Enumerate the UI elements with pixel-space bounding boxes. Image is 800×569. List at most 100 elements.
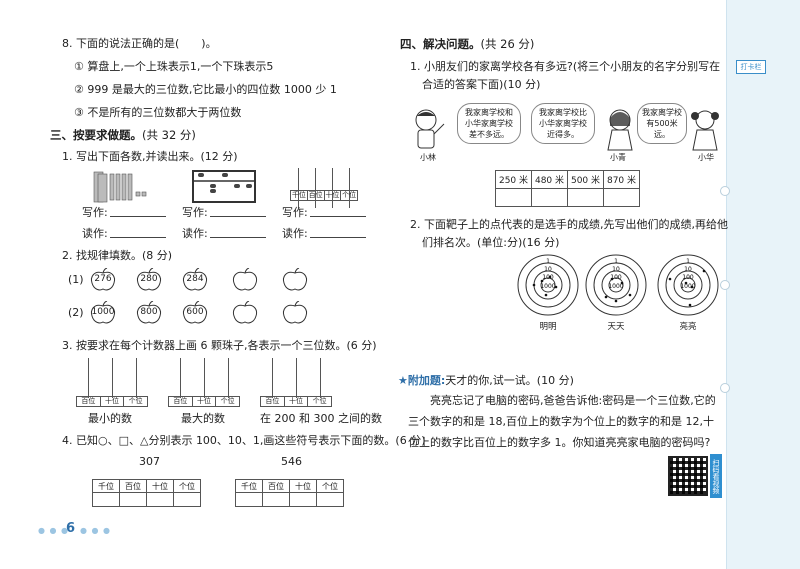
row2-apple[interactable] bbox=[280, 300, 310, 325]
apple-number: 280 bbox=[140, 274, 158, 284]
row2-apple: 600 bbox=[180, 300, 210, 325]
boy-xiaolin-figure bbox=[415, 109, 445, 149]
s3-q3-stem: 3. 按要求在每个计数器上画 6 颗珠子,各表示一个三位数。(6 分) bbox=[62, 339, 377, 352]
apple-number: 800 bbox=[140, 307, 158, 317]
bubble-xiaolin: 我家离学校和小华家离学校差不多远。 bbox=[457, 103, 521, 144]
player-name: 亮亮 bbox=[679, 322, 697, 332]
row1-label: (1) bbox=[68, 273, 84, 286]
svg-text:10: 10 bbox=[544, 266, 552, 273]
row1-apple: 276 bbox=[88, 267, 118, 292]
apple-number: 600 bbox=[186, 307, 204, 317]
read-line-1[interactable]: 读作: bbox=[82, 227, 166, 241]
s4-q1-stem-1: 1. 小朋友们的家离学校各有多远?(将三个小朋友的名字分别写在 bbox=[410, 60, 721, 73]
read-line-3[interactable]: 读作: bbox=[282, 227, 366, 241]
q8-stem: 8. 下面的说法正确的是( )。 bbox=[62, 37, 217, 50]
apple-icon bbox=[91, 300, 115, 324]
bonus-text: 亮亮忘记了电脑的密码,爸爸告诉他:密码是一个三位数,它的三个数字的和是 18,百… bbox=[408, 394, 716, 449]
apple-icon bbox=[233, 267, 257, 291]
place-value-table-546: 千位百位十位个位 bbox=[235, 479, 344, 507]
apple-icon bbox=[283, 267, 307, 291]
svg-text:1000: 1000 bbox=[608, 283, 623, 290]
bubble-xiaoqing: 我家离学校比小华家离学校近得多。 bbox=[531, 103, 595, 144]
apple-icon bbox=[137, 267, 161, 291]
row2-apple: 1000 bbox=[88, 300, 118, 325]
write-line-3[interactable]: 写作: bbox=[282, 206, 366, 220]
girl-xiaoqing-figure bbox=[607, 109, 633, 151]
row2-apple[interactable] bbox=[230, 300, 260, 325]
row1-apple[interactable] bbox=[280, 267, 310, 292]
name-xiaolin: 小林 bbox=[420, 153, 436, 162]
s3-q2-stem: 2. 找规律填数。(8 分) bbox=[62, 249, 173, 262]
apple-icon bbox=[233, 300, 257, 324]
apple-number: 276 bbox=[94, 274, 112, 284]
page-number: 6 bbox=[66, 521, 76, 536]
row1-apple: 284 bbox=[180, 267, 210, 292]
svg-text:1000: 1000 bbox=[680, 283, 695, 290]
caption-smallest: 最小的数 bbox=[88, 412, 132, 425]
apple-number: 1000 bbox=[91, 307, 115, 317]
counter-image: 千位百位 十位个位 bbox=[290, 168, 358, 220]
girl-xiaohua-figure bbox=[691, 110, 719, 151]
number-307: 307 bbox=[139, 455, 160, 468]
svg-text:1000: 1000 bbox=[540, 283, 555, 290]
s3-q4-stem: 4. 已知○、□、△分别表示 100、10、1,画这些符号表示下面的数。(6 分… bbox=[62, 434, 426, 447]
number-546: 546 bbox=[281, 455, 302, 468]
row1-apple: 280 bbox=[134, 267, 164, 292]
svg-text:10: 10 bbox=[684, 266, 692, 273]
apple-icon bbox=[137, 300, 161, 324]
caption-between: 在 200 和 300 之间的数 bbox=[260, 412, 382, 425]
apple-icon bbox=[91, 267, 115, 291]
bonus-heading: ★附加题:天才的你,试一试。(10 分) bbox=[398, 374, 574, 387]
apple-number: 284 bbox=[186, 274, 204, 284]
s4-q2-stem-1: 2. 下面靶子上的点代表的是选手的成绩,先写出他们的成绩,再给他 bbox=[410, 218, 728, 231]
svg-text:100: 100 bbox=[542, 274, 554, 281]
svg-text:1: 1 bbox=[614, 258, 618, 265]
svg-text:100: 100 bbox=[610, 274, 622, 281]
svg-text:1: 1 bbox=[546, 258, 550, 265]
svg-text:1: 1 bbox=[686, 258, 690, 265]
counting-blocks-image bbox=[93, 171, 147, 203]
counter-1[interactable]: 百位十位个位 bbox=[76, 358, 148, 410]
s3-q1-stem: 1. 写出下面各数,并读出来。(12 分) bbox=[62, 150, 238, 163]
checkin-tag: 打卡栏 bbox=[736, 60, 766, 74]
abacus-image bbox=[192, 170, 256, 203]
apple-icon bbox=[283, 300, 307, 324]
binding-hole bbox=[720, 280, 730, 290]
name-xiaoqing: 小青 bbox=[610, 153, 626, 162]
decor-dots: ● ● ● bbox=[80, 526, 112, 535]
player-name: 天天 bbox=[607, 322, 625, 332]
counter-2[interactable]: 百位十位个位 bbox=[168, 358, 240, 410]
counter-3[interactable]: 百位十位个位 bbox=[260, 358, 332, 410]
row2-apple: 800 bbox=[134, 300, 164, 325]
row1-apple[interactable] bbox=[230, 267, 260, 292]
name-xiaohua: 小华 bbox=[698, 153, 714, 162]
apple-icon bbox=[183, 267, 207, 291]
s4-q2-stem-2: 们排名次。(单位:分)(16 分) bbox=[422, 236, 560, 249]
s4-q1-stem-2: 合适的答案下面)(10 分) bbox=[422, 78, 541, 91]
binding-hole bbox=[720, 383, 730, 393]
qr-code[interactable] bbox=[668, 456, 708, 496]
binding-hole bbox=[720, 186, 730, 196]
qr-label: 扫码看视频 bbox=[710, 454, 722, 498]
row2-label: (2) bbox=[68, 306, 84, 319]
q8-option-3: ③ 不是所有的三位数都大于两位数 bbox=[74, 106, 242, 119]
read-line-2[interactable]: 读作: bbox=[182, 227, 266, 241]
side-strip bbox=[726, 0, 800, 569]
section-3-title: 三、按要求做题。(共 32 分) bbox=[50, 128, 196, 142]
decor-dots: ● ● ● bbox=[38, 526, 70, 535]
write-line-1[interactable]: 写作: bbox=[82, 206, 166, 220]
section-4-title: 四、解决问题。(共 26 分) bbox=[400, 37, 535, 51]
caption-largest: 最大的数 bbox=[181, 412, 225, 425]
apple-icon bbox=[183, 300, 207, 324]
svg-text:10: 10 bbox=[612, 266, 620, 273]
place-value-table-307: 千位百位十位个位 bbox=[92, 479, 201, 507]
write-line-2[interactable]: 写作: bbox=[182, 206, 266, 220]
bubble-xiaohua: 我家离学校有500米远。 bbox=[637, 103, 687, 144]
q8-option-1: ① 算盘上,一个上珠表示1,一个下珠表示5 bbox=[74, 60, 274, 73]
svg-text:100: 100 bbox=[682, 274, 694, 281]
q8-option-2: ② 999 是最大的三位数,它比最小的四位数 1000 少 1 bbox=[74, 83, 337, 96]
